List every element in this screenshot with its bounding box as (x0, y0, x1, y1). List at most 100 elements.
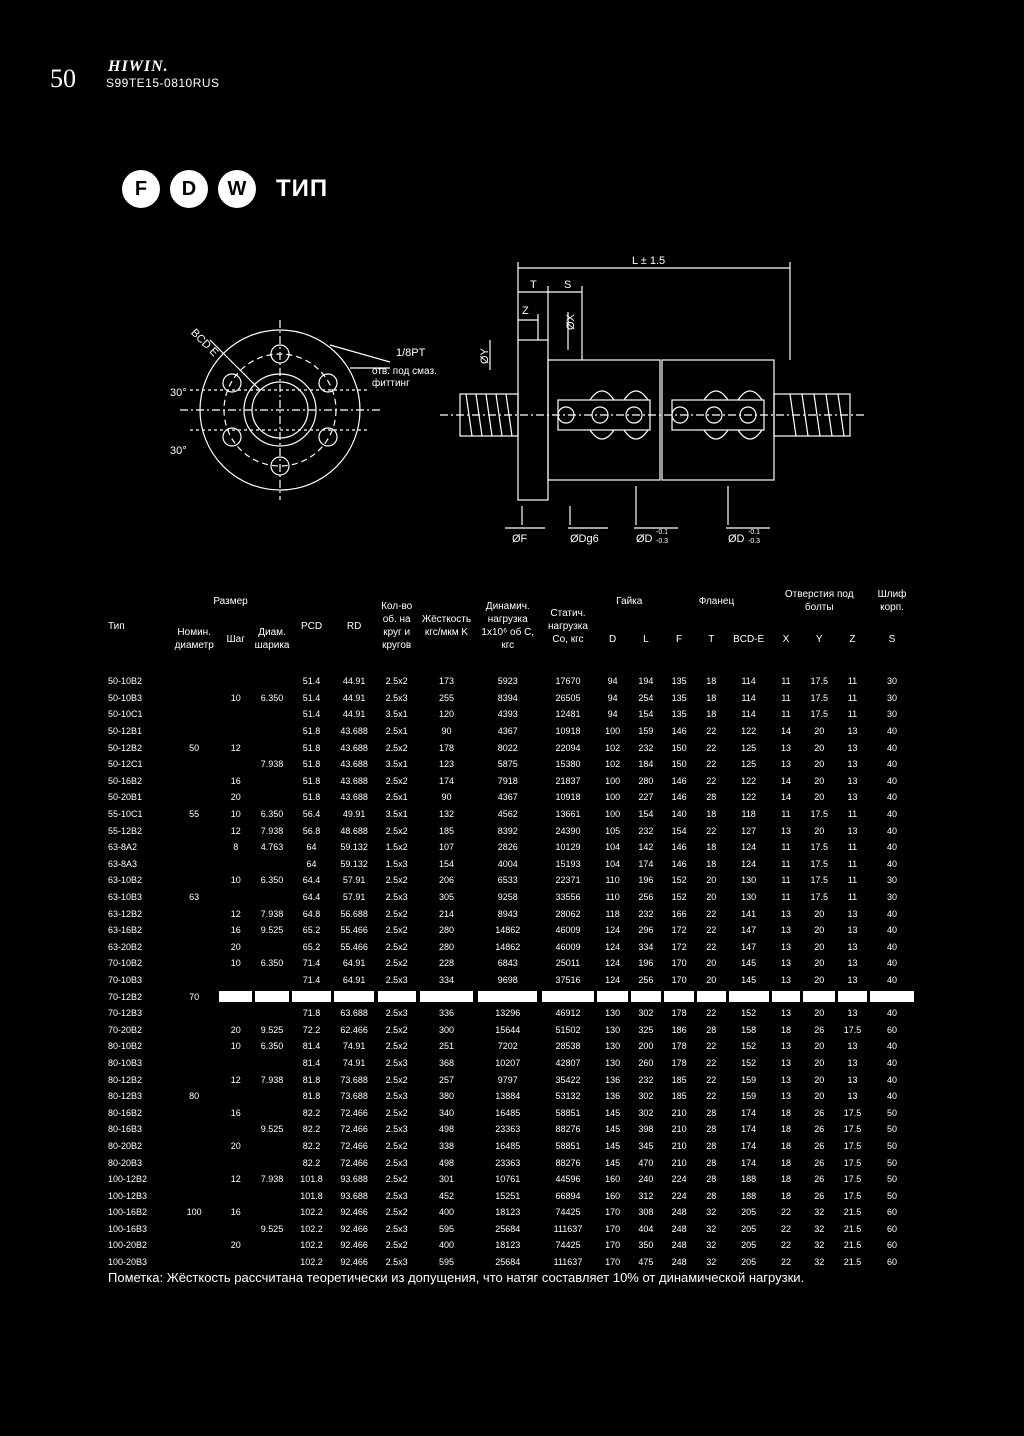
table-cell: 2.5x2 (385, 825, 408, 836)
table-cell: 122 (741, 775, 757, 786)
table-cell: 81.8 (302, 1074, 321, 1085)
blank-bar (838, 991, 867, 1003)
table-cell: 20 (814, 1074, 825, 1085)
type-cell: 100-20B3 (108, 1257, 148, 1268)
table-cell (170, 673, 218, 690)
table-cell: 26 (814, 1174, 825, 1185)
table-cell: 8392 (497, 825, 518, 836)
table-cell: 12 (230, 908, 241, 919)
table-cell: 71.4 (302, 974, 321, 985)
bolt-hole-icon (222, 427, 242, 447)
table-cell (218, 673, 253, 690)
bcd-label: BCD E (188, 327, 220, 359)
table-cell: 81.4 (302, 1041, 321, 1052)
table-cell: 194 (638, 676, 654, 687)
table-cell: 57.91 (342, 892, 366, 903)
table-cell: 88276 (555, 1157, 581, 1168)
table-cell: 82.2 (302, 1107, 321, 1118)
table-cell: 100 (605, 792, 621, 803)
table-cell: 17.5 (810, 842, 828, 853)
table-cell: 205 (741, 1257, 757, 1268)
table-cell: 21.5 (843, 1257, 862, 1268)
table-cell: 88276 (555, 1124, 581, 1135)
blank-bar (869, 991, 915, 1003)
table-cell: 11 (847, 842, 858, 853)
blank-bar (254, 991, 290, 1003)
table-cell: 17.5 (810, 892, 828, 903)
table-cell (662, 988, 695, 1005)
table-cell: 72.466 (340, 1140, 368, 1151)
table-cell (170, 922, 218, 939)
s-label: S (564, 279, 571, 291)
type-cell: 63-12B2 (108, 908, 143, 919)
table-cell: 20 (814, 1008, 825, 1019)
table-cell: 2.5x2 (385, 958, 408, 969)
table-cell (170, 706, 218, 723)
table-cell: 145 (741, 958, 757, 969)
table-cell: 13 (781, 742, 792, 753)
table-cell: 380 (438, 1091, 454, 1102)
table-cell (170, 955, 218, 972)
table-cell: 152 (741, 1008, 757, 1019)
table-cell: 40 (887, 1074, 898, 1085)
table-cell: 26 (814, 1124, 825, 1135)
table-cell: 10761 (495, 1174, 521, 1185)
table-cell: 51.8 (302, 775, 321, 786)
table-cell: 102.2 (300, 1240, 323, 1251)
table-cell: 40 (887, 958, 898, 969)
blank-bar (771, 991, 801, 1003)
table-cell (253, 856, 290, 873)
table-cell: 22371 (555, 875, 581, 886)
table-cell: 595 (438, 1223, 454, 1234)
table-cell (253, 1237, 290, 1254)
table-cell: 404 (638, 1223, 654, 1234)
table-cell: 325 (638, 1024, 654, 1035)
table-cell: 160 (605, 1190, 621, 1201)
table-cell (170, 839, 218, 856)
table-cell (837, 988, 868, 1005)
table-cell (170, 1171, 218, 1188)
table-cell: 11 (781, 692, 791, 703)
t-label: T (530, 279, 537, 291)
table-cell: 172 (671, 941, 687, 952)
table-cell: 20 (814, 742, 825, 753)
blank-bar (377, 991, 416, 1003)
table-cell: 150 (671, 742, 687, 753)
table-cell: 260 (638, 1057, 654, 1068)
type-cell: 63-20B2 (108, 941, 143, 952)
table-cell: 16 (230, 925, 241, 936)
table-cell: 82.2 (302, 1157, 321, 1168)
table-cell: 28 (706, 1157, 717, 1168)
table-cell (170, 1104, 218, 1121)
table-cell: 28 (706, 792, 717, 803)
header-nut: Гайка (616, 595, 643, 607)
table-cell: 114 (741, 676, 756, 687)
table-cell: 40 (887, 908, 898, 919)
table-cell: 21.5 (843, 1223, 862, 1234)
table-cell: 21.5 (843, 1240, 862, 1251)
table-cell: 498 (438, 1157, 454, 1168)
page-number: 50 (50, 64, 76, 93)
table-cell: 12 (230, 742, 241, 753)
table-cell (170, 1055, 218, 1072)
table-cell: 7.938 (260, 908, 284, 919)
table-cell: 141 (741, 908, 757, 919)
table-cell: 40 (887, 842, 898, 853)
table-cell: 22 (706, 759, 717, 770)
table-cell: 12 (230, 1074, 241, 1085)
table-cell: 63 (189, 892, 200, 903)
table-cell: 23363 (495, 1124, 521, 1135)
table-cell: 13 (847, 1091, 858, 1102)
table-cell: 5923 (497, 676, 518, 687)
table-cell: 145 (741, 974, 757, 985)
d-tol-upper-1: -0.1 (656, 529, 668, 536)
table-cell: 12 (230, 1174, 241, 1185)
table-cell: 40 (887, 1008, 898, 1019)
table-cell: 154 (638, 709, 654, 720)
table-cell: 312 (638, 1190, 654, 1201)
